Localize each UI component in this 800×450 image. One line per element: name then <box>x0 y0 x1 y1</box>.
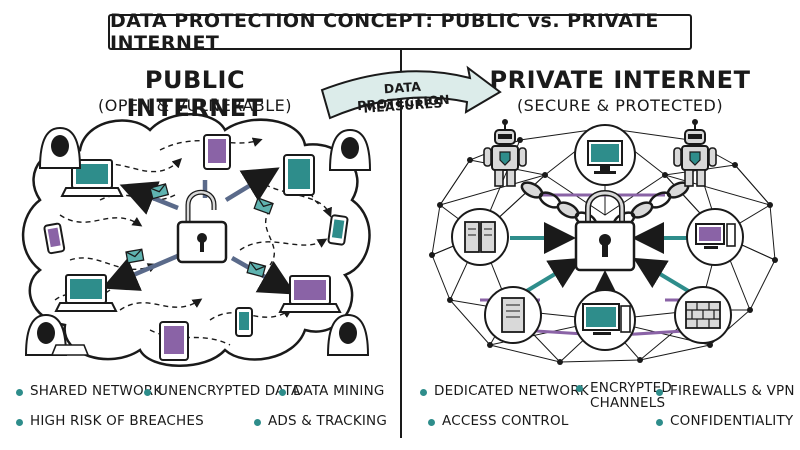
public-bullet-high-risk: HIGH RISK OF BREACHES <box>16 413 204 429</box>
page-title: DATA PROTECTION CONCEPT: PUBLIC vs. PRIV… <box>108 10 692 54</box>
public-bullet-data-mining: DATA MINING <box>279 383 385 399</box>
smartphone-icon <box>43 214 349 337</box>
bullet-dot-icon <box>279 389 286 396</box>
public-cloud <box>21 113 371 367</box>
center-divider <box>400 50 402 438</box>
bullet-dot-icon <box>254 419 261 426</box>
private-bullet-confidentiality: CONFIDENTIALITY <box>656 413 793 429</box>
hooded-hacker-icon <box>24 126 372 356</box>
bullet-dot-icon <box>428 419 435 426</box>
public-internet-title: PUBLIC INTERNET <box>126 66 264 122</box>
bullet-dot-icon <box>420 389 427 396</box>
public-bullet-ads-tracking: ADS & TRACKING <box>254 413 387 429</box>
server-icon <box>451 208 542 344</box>
desktop-computer-icon <box>574 124 744 351</box>
bullet-dot-icon <box>16 419 23 426</box>
bullet-dot-icon <box>144 389 151 396</box>
private-bullet-firewalls-vpn: FIREWALLS & VPN <box>656 383 795 399</box>
firewall-brick-icon <box>674 286 732 344</box>
private-internet-subtitle: (SECURE & PROTECTED) <box>516 96 724 115</box>
bullet-dot-icon <box>656 419 663 426</box>
security-robot-icon <box>483 119 717 187</box>
bullet-dot-icon <box>656 389 663 396</box>
public-internet-subtitle: (OPEN & VULNERABLE) <box>97 96 292 115</box>
bullet-dot-icon <box>16 389 23 396</box>
private-bullet-encrypted-channels: ENCRYPTED CHANNELS <box>576 381 672 411</box>
private-internet-title: PRIVATE INTERNET <box>489 66 751 94</box>
private-bullet-access-control: ACCESS CONTROL <box>428 413 569 429</box>
private-secure-arrows <box>510 222 692 302</box>
public-bullet-unencrypted-data: UNENCRYPTED DATA <box>144 383 300 399</box>
bullet-dot-icon <box>576 385 583 392</box>
envelope-icon <box>125 183 274 278</box>
public-bullet-shared-network: SHARED NETWORK <box>16 383 162 399</box>
laptop-icon <box>54 159 342 313</box>
tablet-icon <box>159 134 315 361</box>
closed-padlock-icon <box>574 190 636 272</box>
private-bullet-dedicated-network: DEDICATED NETWORK <box>420 383 589 399</box>
data-protection-banner-arrow <box>320 65 502 120</box>
open-padlock-icon <box>176 189 228 264</box>
